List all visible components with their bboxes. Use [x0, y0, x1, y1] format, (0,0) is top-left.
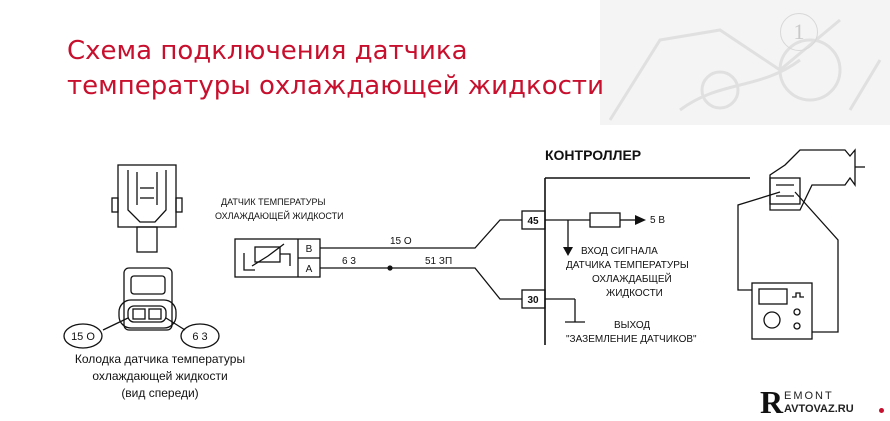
page-title: Схема подключения датчика температуры ох…	[67, 34, 604, 104]
wire-15-o	[320, 219, 522, 249]
pin-63-label: 6 3	[192, 331, 207, 343]
resistor-icon	[589, 212, 621, 228]
ground-label-line1: ВЫХОД	[614, 320, 650, 331]
connector-caption-line1: Колодка датчика температуры	[75, 352, 245, 366]
sensor-pin-a: А	[306, 264, 313, 275]
logo-r-letter: R	[760, 384, 784, 420]
pin-30-label: 30	[527, 295, 539, 306]
wire-label-51zp: 51 ЗП	[425, 256, 452, 267]
connector-caption-line2: охлаждающей жидкости	[92, 369, 227, 383]
ground-label-line2: "ЗАЗЕМЛЕНИЕ ДАТЧИКОВ"	[566, 334, 697, 345]
signal-input-line3: ОХЛАЖДАБЩЕЙ	[592, 272, 672, 285]
probe-wire-right	[794, 191, 839, 333]
signal-input-line2: ДАТЧИКА ТЕМПЕРАТУРЫ	[566, 260, 689, 271]
connector-drawing	[102, 164, 186, 331]
pin-45-label: 45	[527, 216, 539, 227]
ohmmeter-icon	[751, 282, 813, 340]
pin-63-callout	[180, 323, 220, 349]
logo-line-2: AVTOVAZ.RU	[784, 403, 854, 415]
wire-label-63: 6 3	[342, 256, 356, 267]
wire-51-zp	[320, 267, 522, 300]
slide-number-badge: 1	[780, 13, 818, 51]
logo-dot	[879, 408, 884, 413]
signal-input-line1: ВХОД СИГНАЛА	[581, 246, 658, 257]
controller-title: КОНТРОЛЛЕР	[545, 147, 641, 163]
sensor-probe-icon	[769, 148, 865, 211]
supply-5v-label: 5 В	[650, 215, 665, 226]
signal-input-line4: ЖИДКОСТИ	[606, 288, 663, 299]
pin-15-label: 15 О	[71, 331, 95, 343]
probe-wire-left	[737, 191, 781, 291]
pin-15-callout	[63, 323, 103, 349]
wire-label-15o: 15 О	[390, 236, 412, 247]
site-logo: R EMONT AVTOVAZ.RU	[758, 384, 888, 420]
title-line-2: температуры охлаждающей жидкости	[67, 71, 604, 101]
sensor-label-line2: ОХЛАЖДАЮЩЕЙ ЖИДКОСТИ	[215, 210, 344, 221]
sensor-label-line1: ДАТЧИК ТЕМПЕРАТУРЫ	[221, 197, 325, 207]
background-engine-photo	[600, 0, 890, 125]
title-line-1: Схема подключения датчика	[67, 36, 468, 66]
logo-line-1: EMONT	[784, 390, 834, 402]
connector-caption-line3: (вид спереди)	[121, 386, 198, 400]
sensor-pin-b: В	[306, 244, 313, 255]
